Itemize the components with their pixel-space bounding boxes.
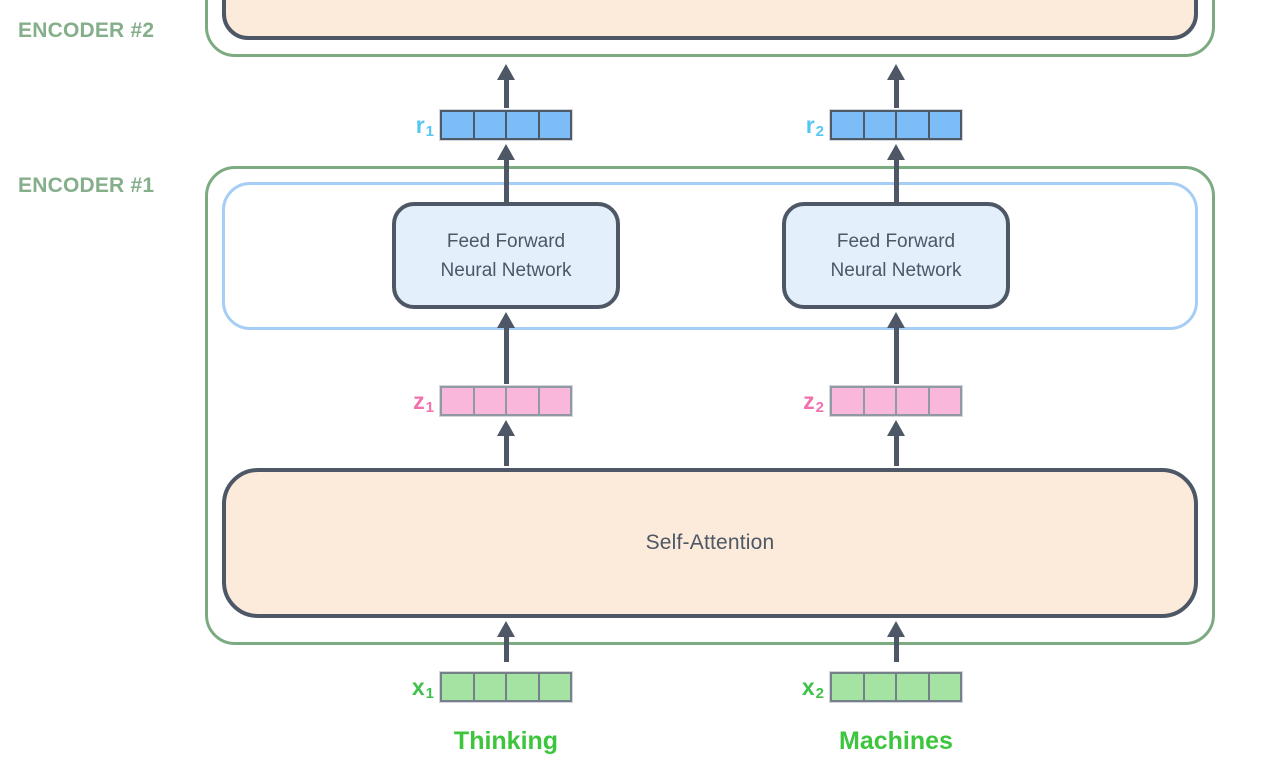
arrow-up-icon (497, 621, 515, 662)
vector-letter: r (415, 112, 425, 138)
ffnn-layer-box (222, 182, 1198, 330)
arrow-up-icon (887, 420, 905, 466)
vector-label-z1: z1 (394, 387, 434, 422)
vector-letter: z (413, 388, 425, 414)
vector-cell (537, 672, 572, 702)
vector-subscript: 1 (425, 399, 434, 416)
vector-bar-r2 (829, 109, 963, 141)
encoder2-label: ENCODER #2 (18, 19, 155, 42)
arrow-up-icon (887, 312, 905, 384)
vector-cell (440, 672, 475, 702)
self-attention-box: Self-Attention (222, 468, 1198, 618)
vector-label-x1: x1 (394, 673, 434, 708)
encoder1-label: ENCODER #1 (18, 174, 155, 197)
vector-cell (505, 110, 540, 140)
ffnn-text-line2: Neural Network (440, 259, 572, 281)
vector-subscript: 1 (425, 123, 434, 140)
vector-letter: x (801, 674, 815, 700)
encoder2-box (205, 0, 1215, 57)
vector-bar-z2 (829, 385, 963, 417)
vector-label-x2: x2 (784, 673, 824, 708)
vector-cell (927, 110, 962, 140)
vector-bar-z1 (439, 385, 573, 417)
arrow-up-icon (497, 64, 515, 108)
vector-label-z2: z2 (784, 387, 824, 422)
vector-cell (830, 386, 865, 416)
arrow-up-icon (497, 312, 515, 384)
arrow-up-icon (887, 621, 905, 662)
vector-subscript: 2 (815, 685, 824, 702)
vector-cell (472, 386, 507, 416)
self-attention-label: Self-Attention (645, 531, 775, 554)
vector-letter: z (803, 388, 815, 414)
encoder1-box (205, 166, 1215, 645)
vector-cell (830, 672, 865, 702)
arrow-up-icon (497, 420, 515, 466)
arrow-up-icon (887, 144, 905, 203)
ffnn-text-line1: Feed Forward (836, 230, 956, 252)
vector-subscript: 2 (815, 399, 824, 416)
vector-cell (537, 110, 572, 140)
vector-subscript: 1 (425, 685, 434, 702)
vector-bar-x2 (829, 671, 963, 703)
vector-cell (927, 672, 962, 702)
input-token-right: Machines (839, 727, 953, 755)
feed-forward-box-2: Feed Forward Neural Network (782, 202, 1010, 309)
vector-bar-x1 (439, 671, 573, 703)
vector-subscript: 2 (815, 123, 824, 140)
vector-cell (505, 672, 540, 702)
input-token-left: Thinking (453, 727, 559, 755)
vector-cell (895, 386, 930, 416)
vector-cell (472, 672, 507, 702)
vector-letter: r (805, 112, 815, 138)
vector-label-r1: r1 (394, 111, 434, 146)
vector-cell (830, 110, 865, 140)
vector-cell (440, 110, 475, 140)
vector-cell (537, 386, 572, 416)
vector-bar-r1 (439, 109, 573, 141)
ffnn-text-line1: Feed Forward (446, 230, 566, 252)
vector-cell (862, 110, 897, 140)
vector-cell (472, 110, 507, 140)
vector-cell (862, 386, 897, 416)
encoder2-inner-box (222, 0, 1198, 40)
vector-label-r2: r2 (784, 111, 824, 146)
vector-cell (895, 672, 930, 702)
feed-forward-box-1: Feed Forward Neural Network (392, 202, 620, 309)
vector-letter: x (411, 674, 425, 700)
vector-cell (440, 386, 475, 416)
vector-cell (862, 672, 897, 702)
arrow-up-icon (887, 64, 905, 108)
vector-cell (505, 386, 540, 416)
arrow-up-icon (497, 144, 515, 203)
vector-cell (927, 386, 962, 416)
ffnn-text-line2: Neural Network (830, 259, 962, 281)
vector-cell (895, 110, 930, 140)
